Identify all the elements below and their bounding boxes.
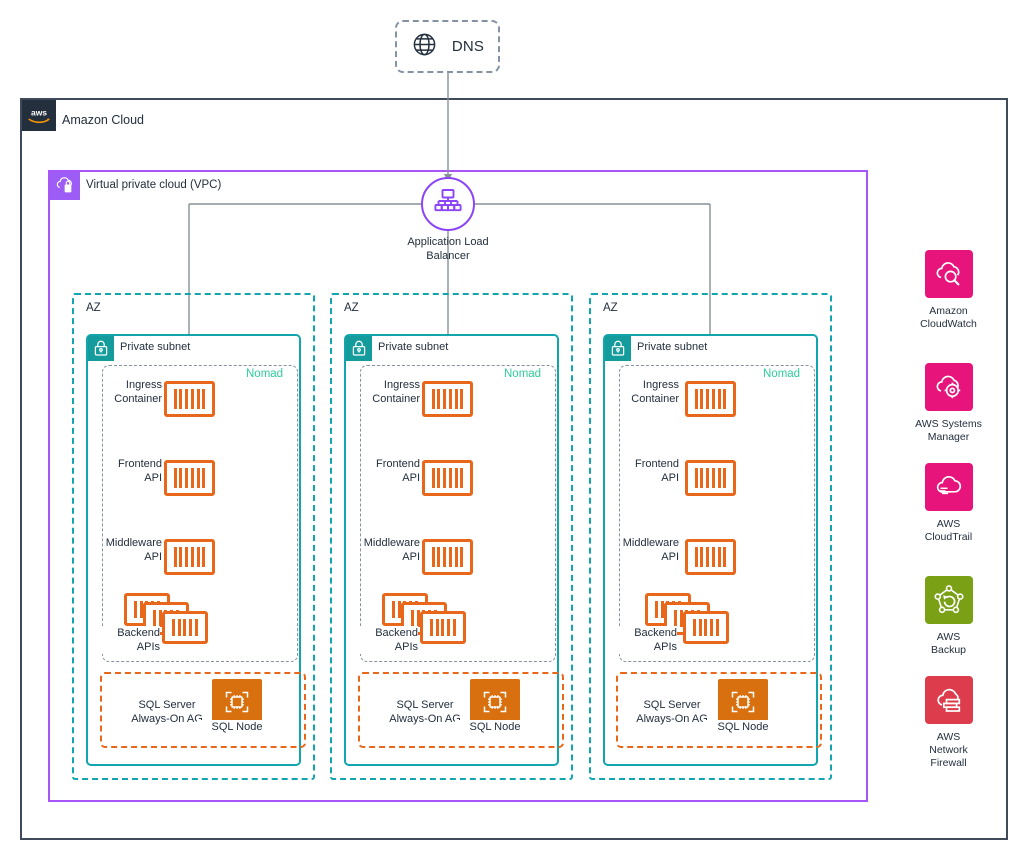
private-subnet-title-3: Private subnet — [637, 341, 708, 353]
nomad-label-3: Nomad — [763, 368, 801, 380]
container-icon-ingress-1 — [164, 381, 215, 417]
service-label: AWS CloudTrail — [924, 518, 973, 543]
service-amazon-cloudwatch: Amazon CloudWatch — [901, 250, 996, 331]
container-icon-frontend-1 — [164, 460, 215, 496]
ingress-container-label-2: Ingress Container — [372, 379, 420, 405]
aws-logo: aws — [22, 100, 56, 131]
service-aws-systems-manager: AWS Systems Manager — [901, 363, 996, 444]
frontend-api-label-3: Frontend API — [634, 458, 679, 484]
az-frame-2 — [330, 293, 573, 780]
backend-apis-label-3: Backend APIs — [609, 626, 677, 654]
sql-node-icon-3 — [718, 679, 768, 725]
frontend-api-label-2: Frontend API — [375, 458, 420, 484]
sql-server-label-2: SQL Server Always-On AG — [389, 699, 461, 725]
nomad-label-2: Nomad — [504, 368, 542, 380]
service-aws-cloudtrail: AWS CloudTrail — [901, 463, 996, 544]
container-icon-middleware-3 — [685, 539, 736, 575]
middleware-api-label-2: Middleware API — [363, 537, 420, 563]
nomad-frame-3 — [619, 365, 815, 662]
private-subnet-title-2: Private subnet — [378, 341, 449, 353]
az-frame-1 — [72, 293, 315, 780]
nomad-label-1: Nomad — [246, 368, 284, 380]
backend-apis-label-1: Backend APIs — [92, 626, 160, 654]
service-label: AWS Systems Manager — [915, 418, 982, 443]
vpc-title: Virtual private cloud (VPC) — [86, 179, 222, 191]
az-frame-3 — [589, 293, 832, 780]
service-label: AWS Network Firewall — [929, 731, 968, 769]
container-icon-backend-3c — [683, 611, 729, 644]
sql-node-icon-1 — [212, 679, 262, 725]
lock-icon-2 — [346, 336, 372, 361]
service-aws-network-firewall: AWS Network Firewall — [901, 676, 996, 770]
service-label: AWS Backup — [930, 631, 967, 656]
container-icon-backend-1c — [162, 611, 208, 644]
private-subnet-title-1: Private subnet — [120, 341, 191, 353]
load-balancer-icon — [432, 186, 464, 223]
dns-node: DNS — [395, 20, 500, 73]
sql-node-label-1: SQL Node — [197, 720, 277, 734]
nomad-frame-2 — [360, 365, 556, 662]
vpc-icon — [50, 172, 80, 200]
sql-server-label-1: SQL Server Always-On AG — [131, 699, 203, 725]
sql-band-3 — [616, 672, 822, 748]
sql-band-2 — [358, 672, 564, 748]
ingress-container-label-1: Ingress Container — [114, 379, 162, 405]
container-icon-middleware-2 — [422, 539, 473, 575]
middleware-api-label-3: Middleware API — [622, 537, 679, 563]
container-icon-middleware-1 — [164, 539, 215, 575]
sql-node-icon-2 — [470, 679, 520, 725]
lock-icon-1 — [88, 336, 114, 361]
alb-label-line2: Balancer — [426, 250, 470, 262]
service-label: Amazon CloudWatch — [920, 305, 977, 330]
application-load-balancer — [421, 177, 475, 231]
backup-icon — [924, 576, 973, 624]
sql-node-label-3: SQL Node — [703, 720, 783, 734]
amazon-cloud-title: Amazon Cloud — [62, 113, 144, 127]
alb-label-line1: Application Load — [407, 236, 489, 248]
svg-text:aws: aws — [31, 108, 47, 118]
ingress-container-label-3: Ingress Container — [631, 379, 679, 405]
sql-band-1 — [100, 672, 306, 748]
lock-icon-3 — [605, 336, 631, 361]
az-label-3: AZ — [603, 302, 618, 314]
backend-apis-label-2: Backend APIs — [350, 626, 418, 654]
dns-label: DNS — [451, 38, 485, 55]
service-aws-backup: AWS Backup — [901, 576, 996, 657]
cloudwatch-icon — [924, 250, 973, 298]
az-label-2: AZ — [344, 302, 359, 314]
cloudtrail-icon — [924, 463, 973, 511]
systems-manager-icon — [924, 363, 973, 411]
sql-node-label-2: SQL Node — [455, 720, 535, 734]
container-icon-frontend-3 — [685, 460, 736, 496]
alb-label: Application Load Balancer — [378, 235, 518, 263]
nomad-frame-1 — [102, 365, 298, 662]
middleware-api-label-1: Middleware API — [105, 537, 162, 563]
network-firewall-icon — [924, 676, 973, 724]
sql-server-label-3: SQL Server Always-On AG — [636, 699, 708, 725]
az-label-1: AZ — [86, 302, 101, 314]
frontend-api-label-1: Frontend API — [117, 458, 162, 484]
container-icon-backend-2c — [420, 611, 466, 644]
container-icon-frontend-2 — [422, 460, 473, 496]
globe-icon — [411, 31, 438, 63]
container-icon-ingress-3 — [685, 381, 736, 417]
container-icon-ingress-2 — [422, 381, 473, 417]
